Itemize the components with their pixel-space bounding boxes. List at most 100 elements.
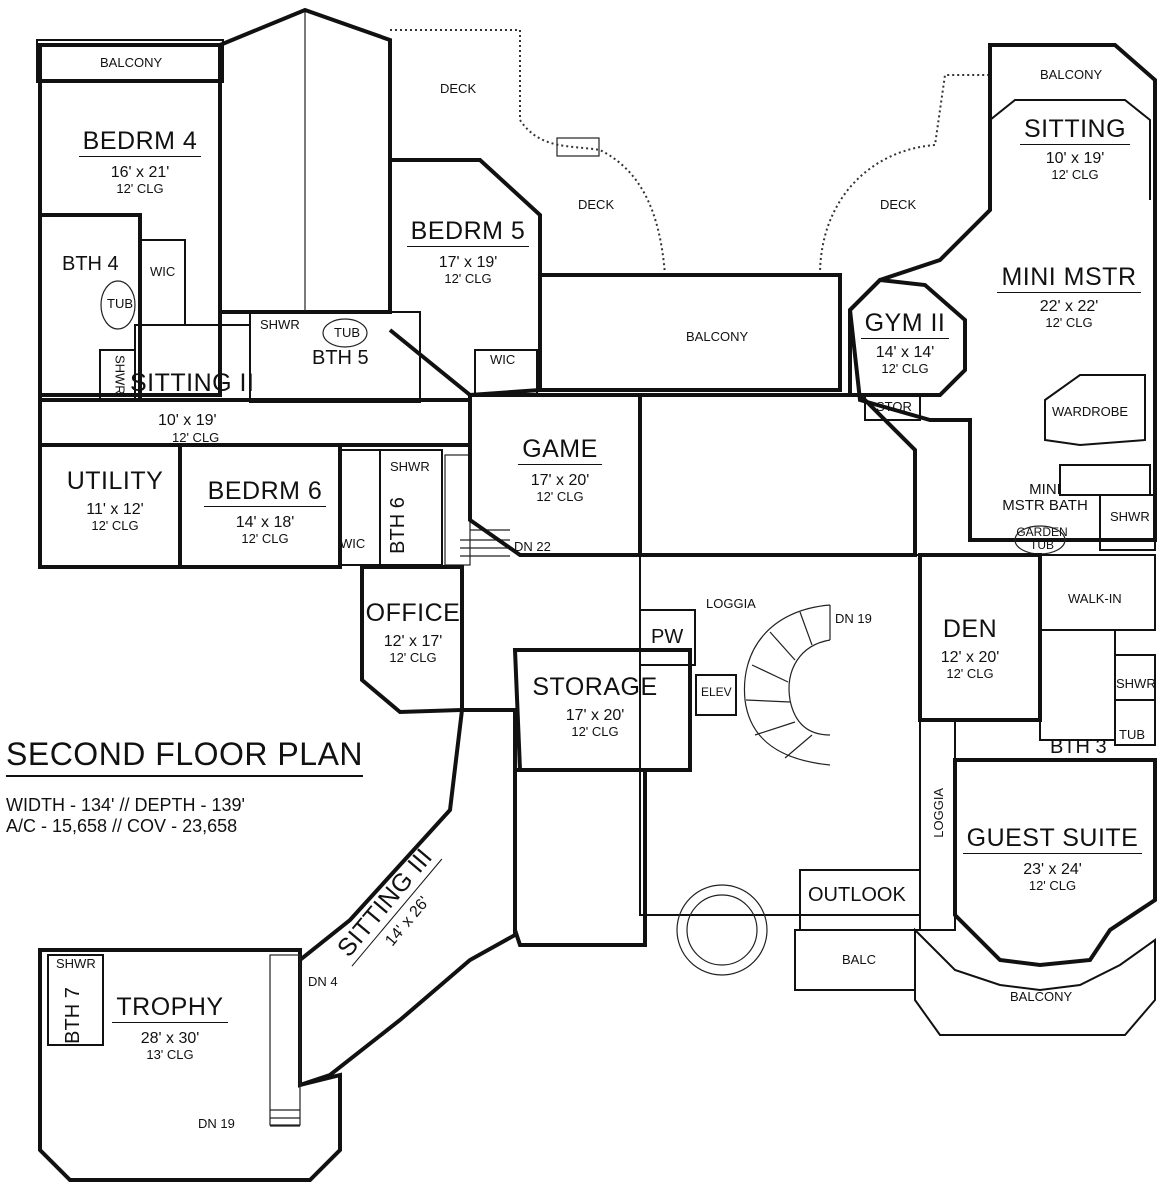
title-block: SECOND FLOOR PLAN WIDTH - 134' // DEPTH … [6, 736, 364, 837]
trophy-name: TROPHY [112, 994, 228, 1024]
storage-walls [512, 648, 692, 772]
bedrm4-name: BEDRM 4 [78, 128, 202, 158]
trophy-walls [38, 948, 342, 1182]
gym2-label: GYM II 14' x 14' 12' CLG [855, 310, 955, 376]
wardrobe-label: WARDROBE [1052, 404, 1129, 419]
mini-mstr-clg: 12' CLG [1045, 315, 1093, 331]
balcony-nw-edge [36, 39, 224, 83]
tub5-label: TUB [334, 325, 360, 340]
dn22-label: DN 22 [514, 539, 551, 554]
deck1-label: DECK [440, 81, 477, 96]
bth3-label: BTH 3 [1050, 736, 1107, 758]
sitting2-name: SITTING II [130, 369, 255, 397]
shwr7-label: SHWR [56, 956, 96, 971]
tub4-shape [100, 280, 136, 330]
sitting-ne-clg: 12' CLG [1051, 167, 1099, 183]
balcony-ne-label: BALCONY [1040, 67, 1103, 82]
utility-label: UTILITY 11' x 12' 12' CLG [55, 468, 175, 533]
stair-trophy [269, 954, 301, 1127]
wic4-walls [139, 239, 186, 326]
tub3-walls [1114, 699, 1156, 746]
sitting-ne-walls [989, 99, 1151, 210]
balcony-mid-label: BALCONY [686, 329, 749, 344]
bedrm5-label: BEDRM 5 17' x 19' 12' CLG [398, 218, 538, 286]
spec-dimensions: WIDTH - 134' // DEPTH - 139' [6, 795, 245, 815]
bedrm4-dim: 16' x 21' [110, 164, 170, 182]
gym2-name: GYM II [860, 310, 950, 340]
shwr6-label: SHWR [390, 459, 430, 474]
wic6-label: WIC [340, 536, 366, 551]
nw-wing-outline [38, 43, 222, 397]
open-to-below-upper [638, 393, 917, 557]
bth7-walls [47, 954, 104, 1046]
storage-dim: 17' x 20' [565, 707, 625, 725]
sitting-ne-name: SITTING [1019, 116, 1131, 146]
sitting-ne-dim: 10' x 19' [1045, 150, 1105, 168]
vaulted-roof-outline [218, 7, 392, 314]
mini-mstr-name: MINI MSTR [997, 264, 1141, 294]
bth4-label: BTH 4 [62, 253, 119, 275]
loggia-top-label: LOGGIA [706, 596, 756, 611]
elev-walls [695, 674, 737, 716]
pw-label: PW [651, 626, 684, 648]
bth6-label: BTH 6 [386, 497, 409, 554]
guest-suite-clg: 12' CLG [1028, 878, 1077, 894]
mm-vanity [1059, 464, 1151, 496]
bedrm6-clg: 12' CLG [241, 531, 289, 547]
trophy-dim: 28' x 30' [140, 1030, 200, 1048]
garden-tub-name2: TUB [1030, 537, 1054, 552]
elev-label: ELEV [701, 685, 732, 699]
den-dim: 12' x 20' [940, 649, 1000, 667]
trophy-label: TROPHY 28' x 30' 13' CLG [100, 994, 240, 1062]
balcony-mid-walls [538, 273, 842, 392]
bedrm5-name: BEDRM 5 [406, 218, 530, 248]
mini-mstr-label: MINI MSTR 22' x 22' 12' CLG [990, 264, 1148, 330]
balc-label: BALC [842, 952, 876, 967]
bedrm4-label: BEDRM 4 16' x 21' 12' CLG [70, 128, 210, 196]
guest-suite-dim: 23' x 24' [1023, 861, 1082, 879]
office-name: OFFICE [365, 599, 461, 627]
sitting2-corridor [38, 398, 472, 447]
dn4-label: DN 4 [308, 974, 338, 989]
shwr3-label: SHWR [1116, 676, 1156, 691]
guest-suite-label: GUEST SUITE 23' x 24' 12' CLG [955, 825, 1150, 893]
spiral-stair [743, 604, 831, 766]
stor-walls [864, 394, 921, 421]
sitting3-walls [298, 708, 517, 1088]
utility-clg: 12' CLG [91, 518, 139, 534]
spec-area: A/C - 15,658 // COV - 23,658 [6, 816, 238, 836]
bedrm6-dim: 14' x 18' [235, 514, 295, 532]
bedrm4-clg: 12' CLG [116, 181, 164, 197]
bath5-walls [249, 311, 421, 403]
guest-suite-walls [953, 758, 1157, 968]
balcony-se-label: BALCONY [1010, 989, 1073, 1004]
sitting2-dim: 10' x 19' [158, 412, 217, 429]
turret-inner [686, 894, 758, 966]
sitting2-clg: 12' CLG [172, 430, 220, 445]
office-dim: 12' x 17' [383, 633, 443, 651]
game-clg: 12' CLG [536, 489, 584, 505]
storage-label: STORAGE 17' x 20' 12' CLG [520, 674, 670, 739]
plan-title: SECOND FLOOR PLAN [6, 736, 364, 777]
mini-mstr-outline [847, 43, 1157, 542]
balcony-se-walls [914, 927, 1156, 1036]
bth7-label: BTH 7 [61, 987, 84, 1044]
mini-mstr-bath-name2: MSTR BATH [1002, 496, 1088, 514]
mini-mstr-dim: 22' x 22' [1039, 298, 1099, 316]
wic5-label: WIC [490, 352, 516, 367]
storage-clg: 12' CLG [571, 724, 619, 740]
office-clg: 12' CLG [389, 650, 437, 666]
bedrm5-dim: 17' x 19' [438, 254, 498, 272]
utility-name: UTILITY [66, 467, 164, 495]
utility-dim: 11' x 12' [86, 501, 144, 519]
deck2-label: DECK [578, 197, 615, 212]
garden-tub-name1: GARDEN [1016, 525, 1068, 539]
game-name: GAME [518, 436, 602, 466]
tub5-shape [322, 318, 368, 348]
den-label: DEN 12' x 20' 12' CLG [925, 616, 1015, 681]
turret-outer [676, 884, 768, 976]
garden-tub-label: GARDEN TUB [1012, 526, 1072, 551]
mini-mstr-bath-label: MINI MSTR BATH [985, 482, 1105, 514]
trophy-clg: 13' CLG [146, 1047, 194, 1063]
